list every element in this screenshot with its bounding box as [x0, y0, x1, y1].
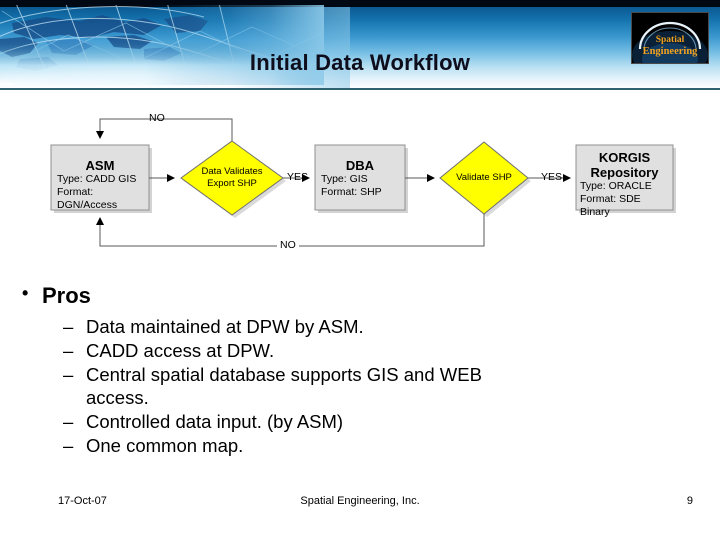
logo-artwork: Spatial Engineering [632, 13, 708, 63]
banner-top-strip [0, 0, 720, 7]
edge-label-no-top: NO [149, 112, 165, 124]
korgis-node-shape [575, 144, 676, 213]
footer-date: 17-Oct-07 [58, 495, 107, 507]
dash-icon: – [63, 340, 74, 361]
list-item-text: Controlled data input. (by ASM) [86, 411, 344, 432]
korgis-type: Type: ORACLE [580, 180, 652, 192]
list-item-text: One common map. [86, 435, 244, 456]
bullet-heading-pros: • Pros [22, 283, 720, 309]
list-item-text: Central spatial database supports GIS an… [86, 364, 482, 385]
slide-banner: Initial Data Workflow [0, 0, 720, 88]
logo-line2: Engineering [643, 46, 699, 57]
dba-type: Type: GIS [321, 173, 368, 185]
korgis-title-line1: KORGIS [598, 150, 651, 165]
asm-format: Format: DGN/Access [57, 186, 118, 211]
list-item: – CADD access at DPW. [63, 339, 720, 362]
list-item: – Controlled data input. (by ASM) [63, 410, 720, 433]
asm-title: ASM [85, 158, 115, 173]
edge-label-yes-2: YES [541, 171, 563, 183]
bullet-heading-text: Pros [42, 283, 91, 308]
korgis-title-line2: Repository [590, 165, 659, 180]
list-item-text: CADD access at DPW. [86, 340, 275, 361]
dash-icon: – [63, 364, 74, 385]
asm-type: Type: CADD GIS [57, 173, 137, 185]
dash-icon: – [63, 435, 74, 456]
dba-node-shape [314, 144, 408, 213]
data-validates-diamond-shape [180, 140, 286, 218]
banner-divider-rule [0, 88, 720, 90]
dba-title: DBA [345, 158, 375, 173]
spatial-engineering-logo: Spatial Engineering [631, 12, 709, 64]
dash-icon: – [63, 316, 74, 337]
slide-footer: 17-Oct-07 Spatial Engineering, Inc. 9 [0, 495, 720, 515]
dash-icon: – [63, 411, 74, 432]
asm-node-shape [50, 144, 152, 213]
list-item: – One common map. [63, 434, 720, 457]
page-title: Initial Data Workflow [249, 50, 471, 75]
logo-line1: Spatial [656, 35, 685, 45]
edge-label-no-bottom: NO [277, 239, 299, 251]
footer-company: Spatial Engineering, Inc. [300, 495, 420, 507]
node-dba: DBA Type: GIS Format: SHP [315, 145, 405, 210]
node-asm: ASM Type: CADD GIS Format: DGN/Access [51, 145, 149, 211]
korgis-format: Format: SDE Binary [580, 193, 641, 218]
validate-shp-diamond-shape [439, 141, 531, 217]
list-item: – Central spatial database supports GIS … [63, 363, 720, 409]
edge-label-yes-1: YES [287, 171, 309, 183]
slide-body: • Pros – Data maintained at DPW by ASM. … [0, 283, 720, 458]
bullet-dot-icon: • [22, 283, 29, 303]
footer-page-number: 9 [686, 495, 693, 507]
flowchart-canvas [50, 118, 676, 247]
data-workflow-diagram: ASM Type: CADD GIS Format: DGN/Access DB… [0, 100, 720, 275]
list-item-text: Data maintained at DPW by ASM. [86, 316, 364, 337]
list-item: – Data maintained at DPW by ASM. [63, 315, 720, 338]
dba-format: Format: SHP [321, 186, 382, 198]
node-korgis: KORGIS Repository Type: ORACLE Format: S… [576, 145, 673, 218]
list-item-text-continued: access. [86, 387, 149, 408]
